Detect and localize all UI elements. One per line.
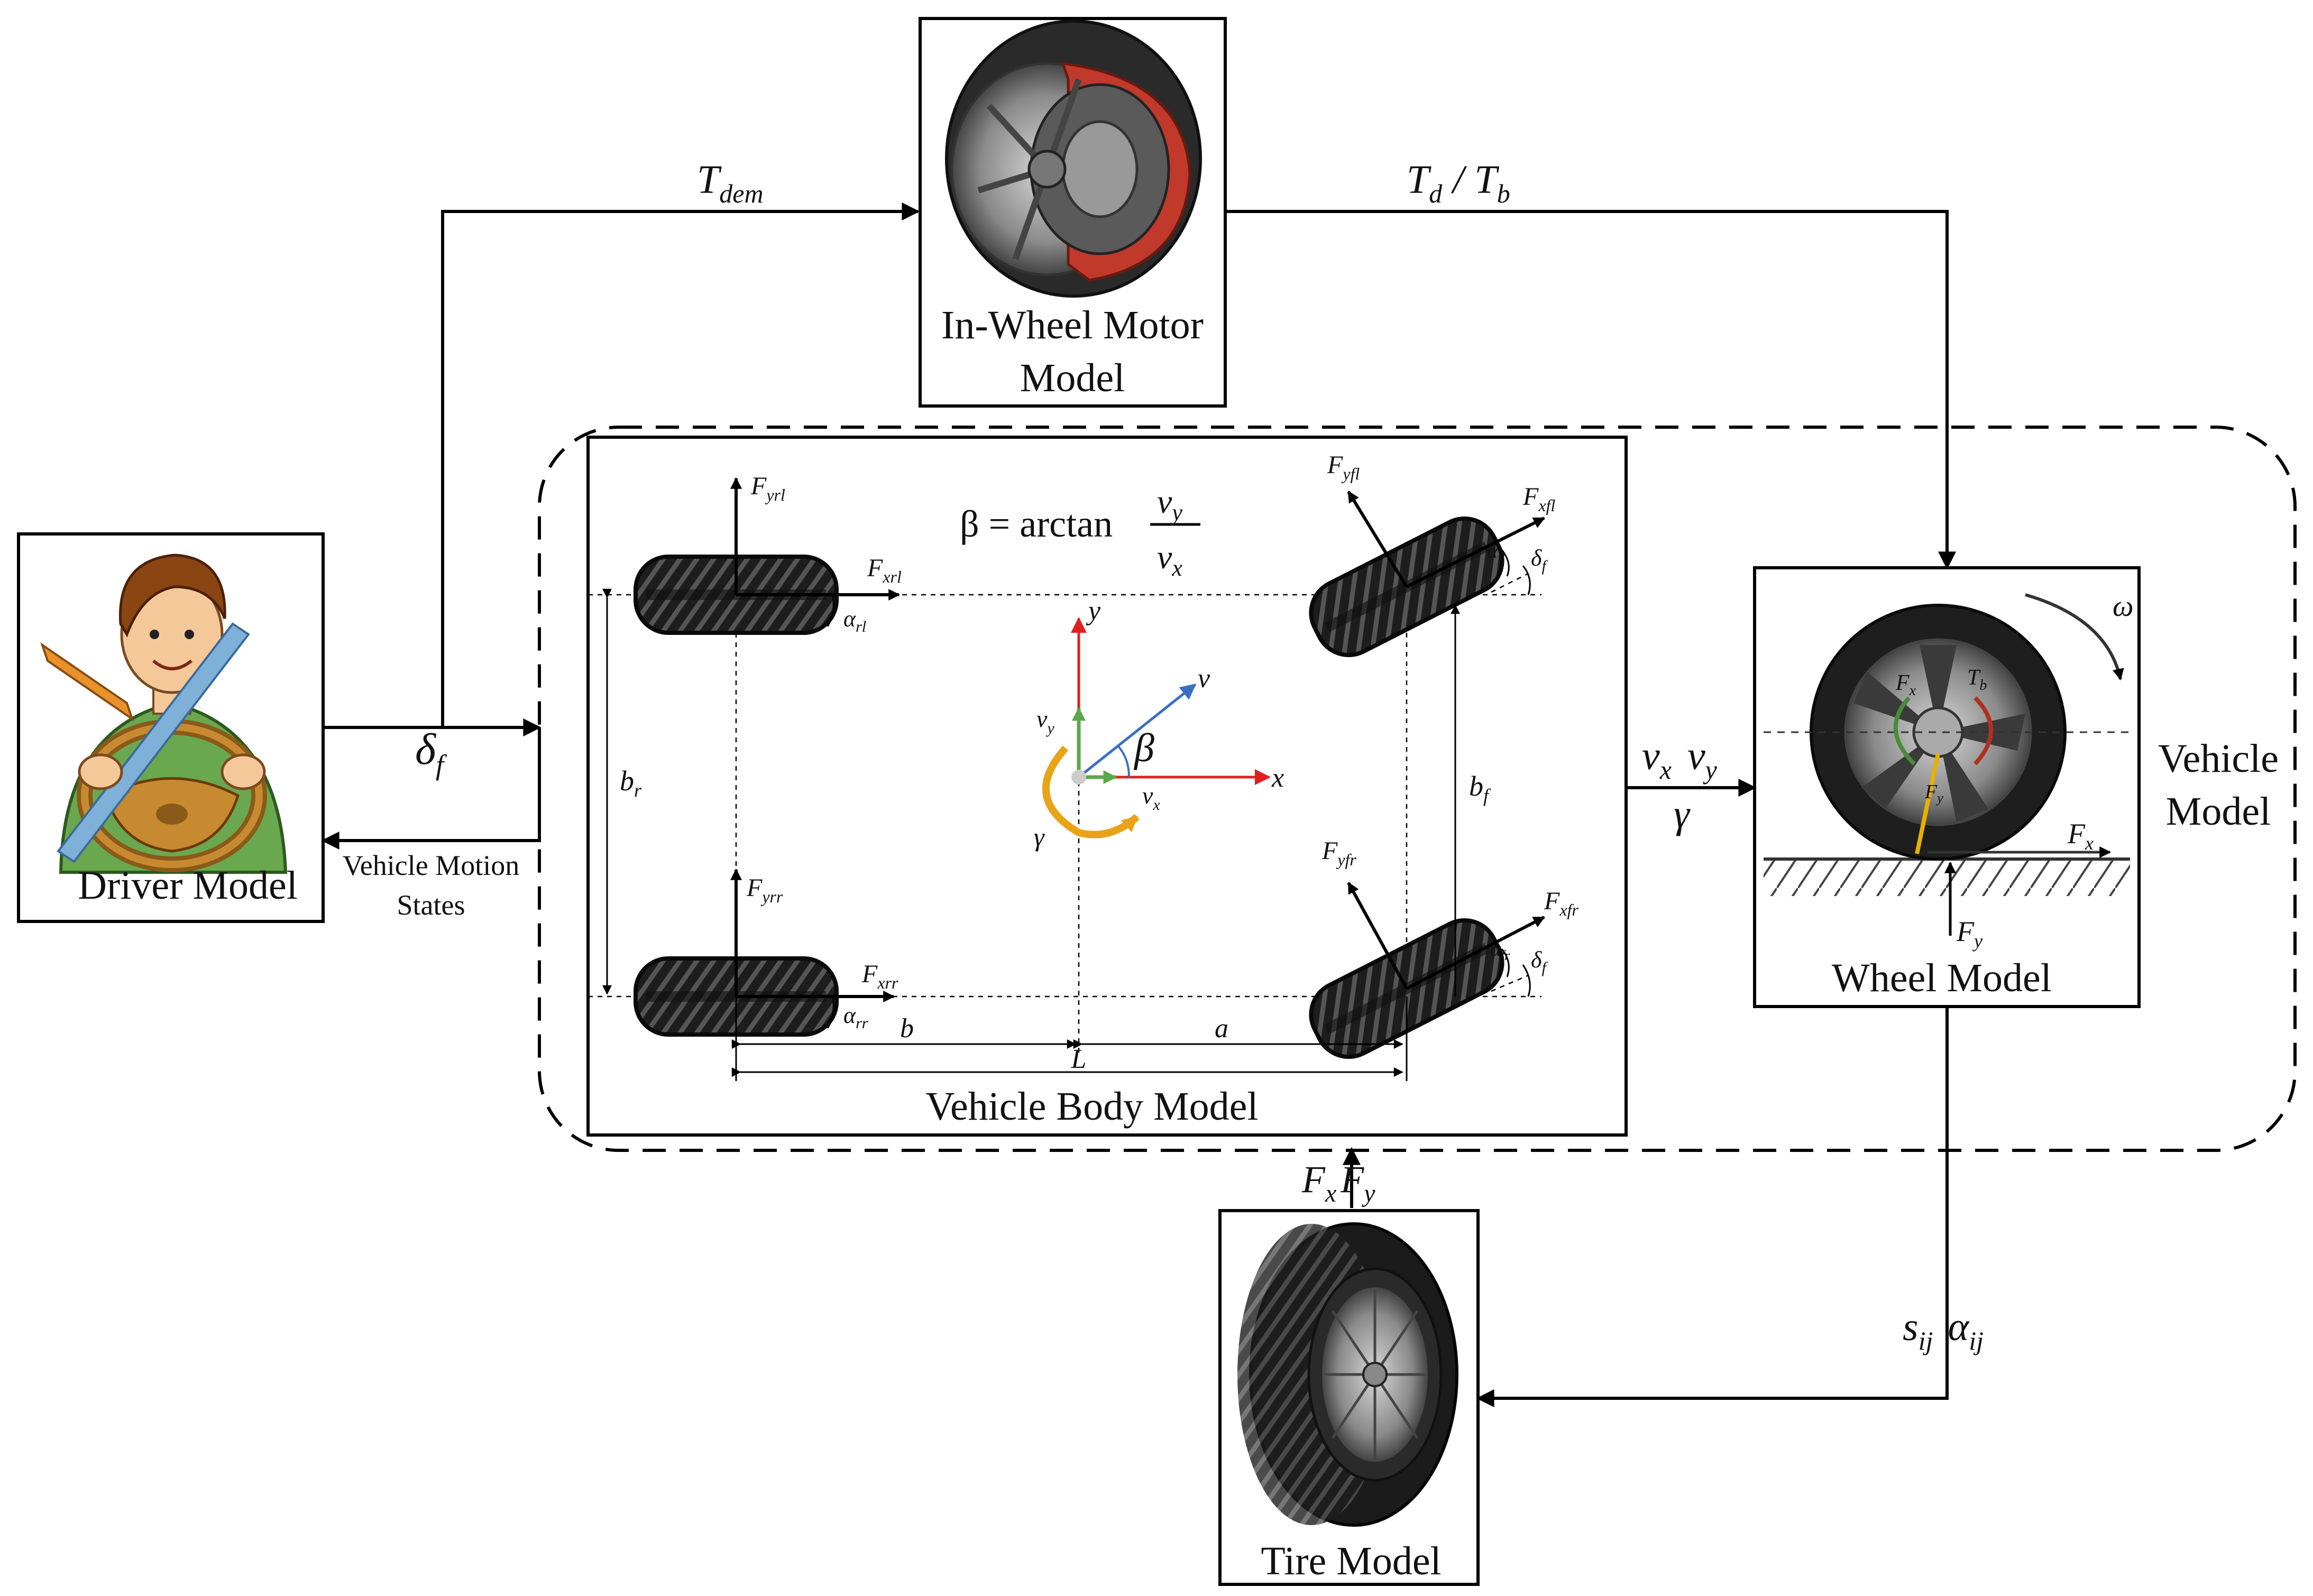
driver-illustration: [40, 553, 288, 874]
label-f-xrr: Fxrr: [861, 960, 898, 992]
vehicle-body-model-label: Vehicle Body Model: [925, 1084, 1258, 1129]
label-b: b: [900, 1013, 914, 1044]
wheel-model-label: Wheel Model: [1832, 956, 2052, 1000]
label-wheel-fy-small: Fy: [1924, 781, 1943, 806]
driver-model-label: Driver Model: [78, 863, 298, 908]
tire-model-label: Tire Model: [1261, 1539, 1441, 1583]
in-wheel-motor-illustration: [945, 20, 1202, 298]
label-omega: ω: [2113, 590, 2134, 623]
signal-vehicle-motion-line1: Vehicle Motion: [343, 850, 519, 881]
vehicle-body-model-block: Fyrl Fxrl αrl Fyrr Fxrr αrr Fyfl Fxfl αf…: [586, 436, 1628, 1137]
driver-model-block: Driver Model: [17, 532, 325, 923]
label-alpha-fl: αfl: [1487, 540, 1505, 565]
vehicle-model-region: [538, 426, 2297, 1152]
signal-td-tb: Td/Tb: [1407, 158, 1510, 208]
vehicle-model-label-line2: Model: [2166, 789, 2271, 834]
label-alpha-rl: αrl: [843, 606, 866, 635]
label-f-xfl: Fxfl: [1522, 483, 1555, 515]
label-wheel-tb-arc: Tb: [1967, 666, 1987, 694]
in-wheel-motor-block: In-Wheel Motor Model: [919, 17, 1227, 408]
formula-numerator: vy: [1157, 483, 1182, 525]
connections: [321, 202, 1956, 1407]
in-wheel-motor-label-line1: In-Wheel Motor: [941, 303, 1204, 347]
label-beta-angle: β: [1133, 726, 1154, 770]
formula-beta: β = arctan: [960, 503, 1113, 545]
signal-gamma: γ: [1674, 792, 1691, 836]
label-axis-y: y: [1086, 596, 1101, 626]
vehicle-model-label-line1: Vehicle: [2158, 736, 2279, 781]
label-axis-x: x: [1271, 763, 1284, 793]
label-cg-gamma: γ: [1034, 822, 1045, 852]
label-f-xfr: Fxfr: [1544, 887, 1578, 919]
label-wheel-fx-ground: Fx: [2067, 818, 2094, 854]
label-velocity-v: v: [1198, 663, 1210, 694]
signal-t-dem: Tdem: [697, 158, 764, 208]
label-f-yfl: Fyfl: [1327, 451, 1360, 483]
wheel-model-block: ω Fx Tb Fy Fx Fy Wheel Model: [1753, 566, 2141, 1008]
label-cg-vx: vx: [1142, 782, 1160, 814]
label-wheel-fy-ground: Fy: [1956, 916, 1982, 952]
label-f-xrl: Fxrl: [867, 554, 902, 586]
tire-model-block: Tire Model: [1218, 1209, 1480, 1586]
label-cg-vy: vy: [1036, 705, 1054, 737]
formula-denominator: vx: [1157, 538, 1182, 581]
label-alpha-rr: αrr: [843, 1002, 868, 1032]
label-f-yrl: Fyrl: [750, 472, 785, 504]
label-L: L: [1071, 1044, 1087, 1074]
label-f-yrr: Fyrr: [746, 874, 783, 906]
label-a: a: [1215, 1013, 1228, 1044]
tire-illustration: [1237, 1222, 1458, 1527]
label-f-yfr: Fyfr: [1321, 837, 1356, 869]
label-b-r: br: [620, 765, 642, 801]
signal-delta-f: δf: [415, 725, 447, 781]
signal-vehicle-motion-line2: States: [397, 889, 465, 921]
label-alpha-fr: αfr: [1490, 938, 1510, 963]
label-wheel-fx-arc: Fx: [1895, 671, 1916, 699]
wheel-illustration: [1764, 593, 2130, 936]
in-wheel-motor-label-line2: Model: [1020, 356, 1125, 400]
